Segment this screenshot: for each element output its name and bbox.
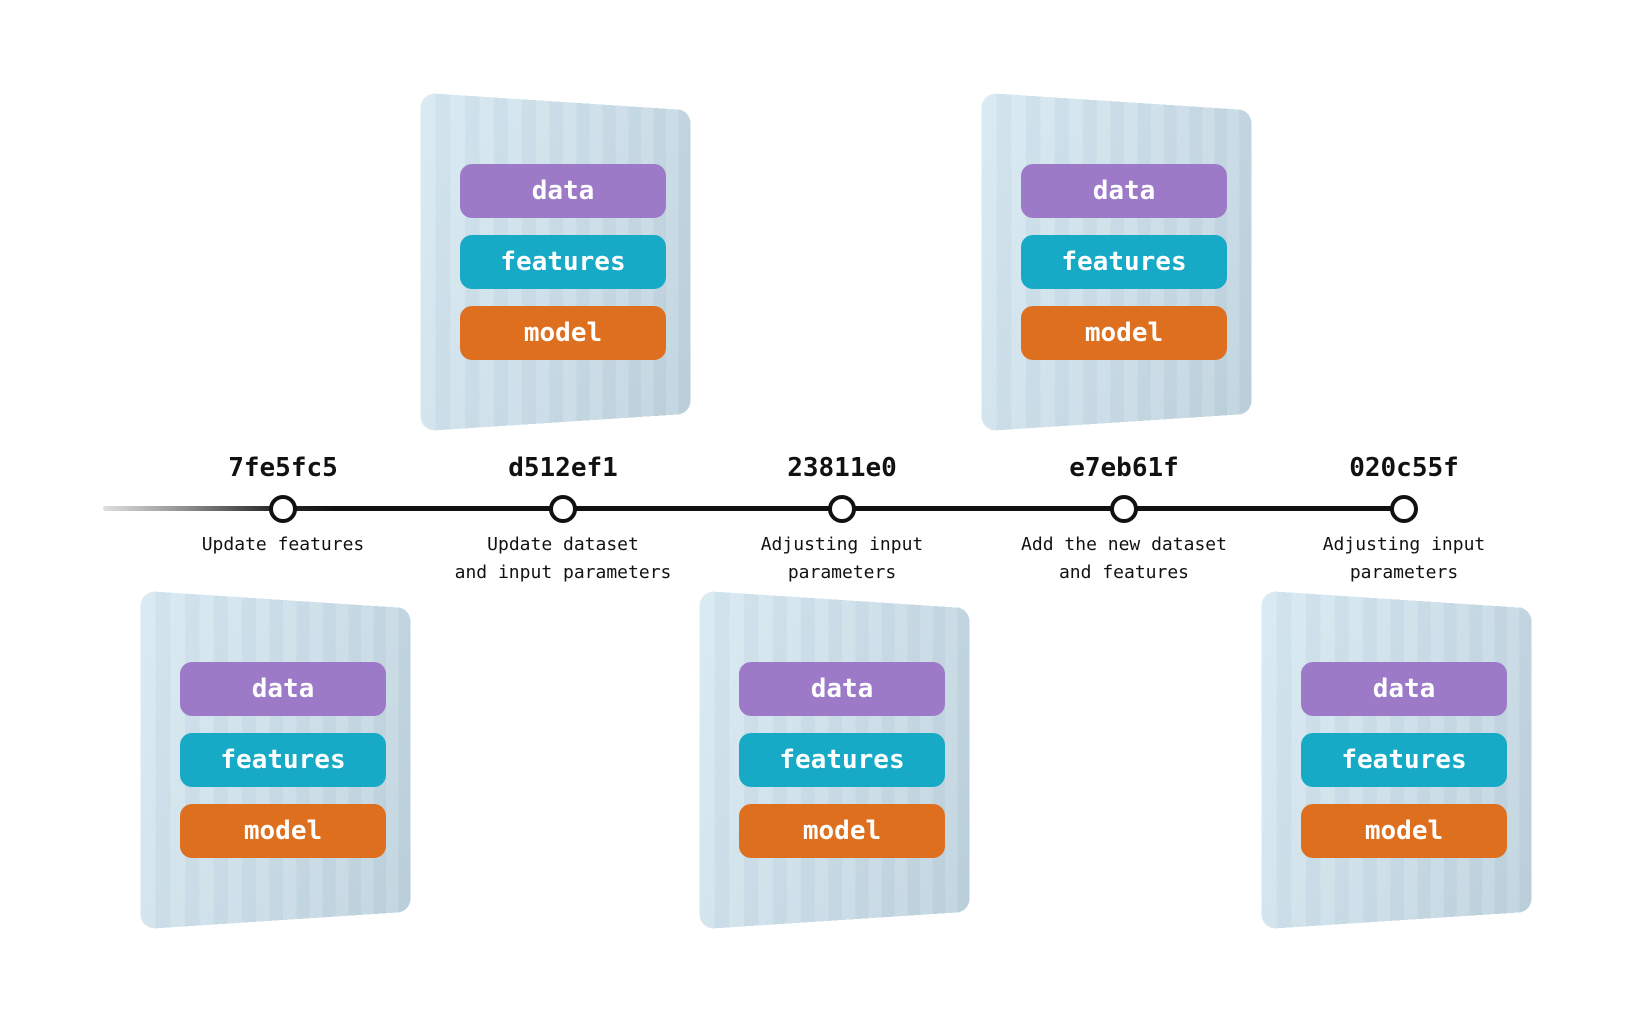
commit-node-icon (1110, 495, 1138, 523)
pill-stack: data features model (1301, 662, 1507, 858)
commit-message: Update features (202, 531, 365, 559)
data-badge: data (460, 164, 666, 218)
commit-hash: d512ef1 (508, 453, 618, 483)
features-badge: features (180, 733, 386, 787)
commit-node-icon (828, 495, 856, 523)
pill-stack: data features model (1021, 164, 1227, 360)
commit-message-line: parameters (1349, 562, 1459, 583)
commit-node-icon (269, 495, 297, 523)
data-badge: data (1301, 662, 1507, 716)
pill-stack: data features model (739, 662, 945, 858)
commit-hash: 7fe5fc5 (228, 453, 338, 483)
model-badge: model (739, 804, 945, 858)
commit-message-line: Update features (201, 534, 365, 555)
commit-message-line: and input parameters (454, 562, 672, 583)
commit-message: Adjusting input parameters (1323, 531, 1486, 587)
commit-hash: e7eb61f (1069, 453, 1179, 483)
features-badge: features (460, 235, 666, 289)
commit-message-line: Update dataset (487, 534, 639, 555)
commit-node-icon (549, 495, 577, 523)
commit-node-icon (1390, 495, 1418, 523)
commit-hash: 23811e0 (787, 453, 897, 483)
pill-stack: data features model (460, 164, 666, 360)
data-badge: data (1021, 164, 1227, 218)
commit-message-line: Add the new dataset (1021, 534, 1227, 555)
pill-stack: data features model (180, 662, 386, 858)
commit-message: Update dataset and input parameters (455, 531, 672, 587)
commit-message: Add the new dataset and features (1021, 531, 1227, 587)
commit-message: Adjusting input parameters (761, 531, 924, 587)
timeline-line (103, 506, 1404, 511)
features-badge: features (739, 733, 945, 787)
model-badge: model (1301, 804, 1507, 858)
model-badge: model (180, 804, 386, 858)
features-badge: features (1301, 733, 1507, 787)
commit-message-line: Adjusting input (1322, 534, 1486, 555)
commit-message-line: and features (1058, 562, 1190, 583)
commit-message-line: parameters (787, 562, 897, 583)
commit-hash: 020c55f (1349, 453, 1459, 483)
commit-message-line: Adjusting input (760, 534, 924, 555)
model-badge: model (460, 306, 666, 360)
data-badge: data (180, 662, 386, 716)
model-badge: model (1021, 306, 1227, 360)
data-badge: data (739, 662, 945, 716)
features-badge: features (1021, 235, 1227, 289)
